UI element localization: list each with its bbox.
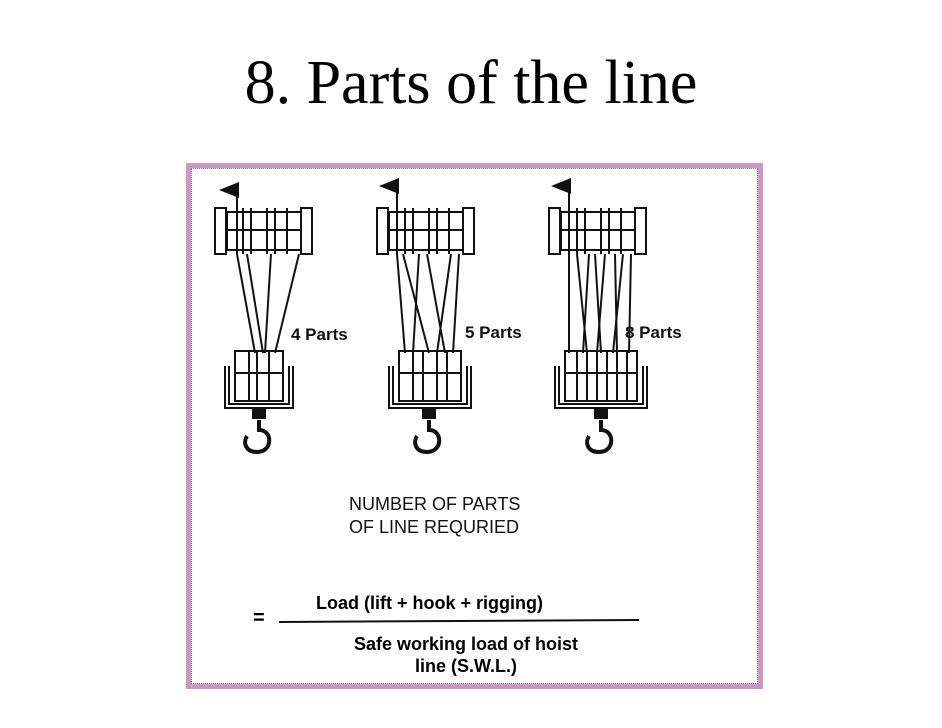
hoist-8-parts (548, 178, 648, 455)
caption-line-1: NUMBER OF PARTS (349, 494, 521, 514)
lower-block-8 (554, 350, 648, 419)
diagram-frame: 4 Parts 5 Parts 8 Parts NUMBER OF PARTS … (186, 163, 763, 689)
formula-denominator: Safe working load of hoist line (S.W.L.) (326, 633, 606, 677)
upper-block-4 (214, 207, 313, 255)
lower-block-5 (388, 350, 472, 419)
caption-line-2: OF LINE REQURIED (349, 517, 520, 537)
hook-8 (585, 420, 614, 455)
hook-4 (243, 420, 272, 455)
caption: NUMBER OF PARTS OF LINE REQURIED (349, 493, 520, 539)
slide-title: 8. Parts of the line (244, 49, 698, 117)
formula-equals: = (253, 607, 265, 629)
label-8-parts: 8 Parts (625, 323, 682, 342)
hoist-illustrations (214, 178, 648, 623)
label-4-parts: 4 Parts (291, 325, 348, 344)
hoist-4-parts (214, 182, 313, 455)
denominator-line-1: Safe working load of hoist (353, 634, 578, 654)
lower-block-4 (224, 350, 294, 419)
hook-5 (413, 420, 442, 455)
upper-block-5 (376, 207, 475, 255)
hoist-5-parts (376, 178, 475, 455)
denominator-line-2: line (S.W.L.) (415, 656, 517, 676)
label-5-parts: 5 Parts (465, 323, 522, 342)
fraction-bar (278, 619, 640, 623)
upper-block-8 (548, 207, 647, 255)
formula-numerator: Load (lift + hook + rigging) (316, 593, 543, 613)
